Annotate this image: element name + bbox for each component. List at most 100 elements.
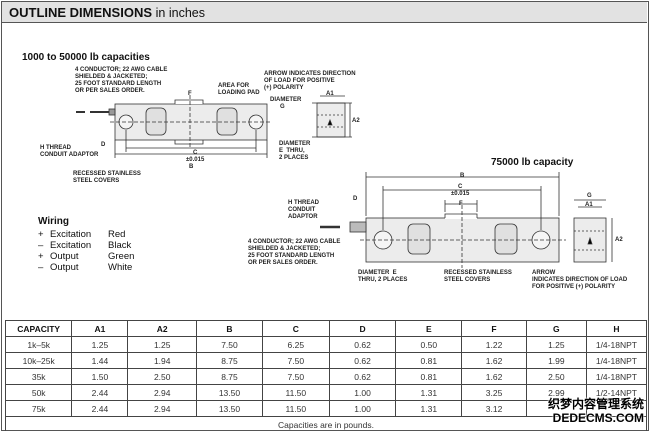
small-diameter-e-label: DIAMETER E THRU, 2 PLACES [279, 141, 311, 161]
table-cell: 0.81 [395, 352, 463, 369]
table-cell: 11.50 [261, 384, 330, 401]
large-dim-b: B [460, 173, 465, 179]
column-header: H [585, 320, 648, 337]
table-cell: 8.75 [196, 352, 263, 369]
large-load-cell-drawing [320, 172, 613, 268]
large-dim-d: D [353, 196, 358, 202]
large-section-title: 75000 lb capacity [491, 157, 574, 168]
small-load-cell-drawing [76, 95, 352, 158]
title-text: OUTLINE DIMENSIONS [9, 5, 153, 20]
table-cell: 50k [4, 384, 73, 401]
table-cell: 7.50 [196, 336, 263, 353]
table-cell: 1.50 [71, 368, 129, 385]
wiring-color: White [108, 262, 133, 273]
small-dim-a2: A2 [352, 118, 360, 124]
table-cell: 1.00 [328, 400, 397, 417]
table-cell: 11.50 [261, 400, 330, 417]
table-cell: 7.50 [261, 352, 330, 369]
table-cell: 2.50 [127, 368, 198, 385]
column-header: F [461, 320, 527, 337]
table-cell: 2.44 [71, 384, 129, 401]
wiring-title: Wiring [38, 216, 70, 227]
table-cell: 3.25 [461, 384, 527, 401]
table-cell: 2.50 [525, 368, 587, 385]
column-header: CAPACITY [4, 320, 73, 337]
table-cell: 1.00 [328, 384, 397, 401]
large-h-thread-label: H THREAD CONDUIT ADAPTOR [288, 200, 319, 220]
large-dim-c: C ±0.015 [451, 184, 470, 197]
large-dim-a1: A1 [585, 202, 593, 208]
table-cell: 1.31 [395, 400, 463, 417]
table-cell: 7.50 [261, 368, 330, 385]
wiring-color: Red [108, 229, 126, 240]
large-arrow-label: ARROW INDICATES DIRECTION OF LOAD FOR PO… [532, 270, 628, 290]
column-header: A1 [71, 320, 129, 337]
table-cell: 2.94 [127, 384, 198, 401]
small-section-title: 1000 to 50000 lb capacities [22, 52, 150, 63]
column-header: B [196, 320, 263, 337]
table-cell: 0.81 [395, 368, 463, 385]
title-units: in inches [155, 6, 205, 20]
small-covers-label: RECESSED STAINLESS STEEL COVERS [73, 171, 141, 184]
table-cell: 8.75 [196, 368, 263, 385]
wiring-sign: + [38, 229, 44, 240]
table-cell: 1.22 [461, 336, 527, 353]
small-dim-b: B [189, 164, 194, 170]
column-header: D [328, 320, 397, 337]
wiring-row: –Output White [38, 262, 134, 273]
column-header: A2 [127, 320, 198, 337]
wiring-signal: Output [50, 262, 79, 273]
small-cable-label: 4 CONDUCTOR; 22 AWG CABLE SHIELDED & JAC… [75, 67, 168, 94]
column-header: G [525, 320, 587, 337]
table-footnote: Capacities are in pounds. [5, 416, 647, 431]
small-arrow-label: ARROW INDICATES DIRECTION OF LOAD FOR PO… [264, 71, 356, 91]
page-title: OUTLINE DIMENSIONS in inches [9, 5, 205, 20]
table-cell: 35k [4, 368, 73, 385]
table-cell: 3.12 [461, 400, 527, 417]
small-diameter-g-label: DIAMETER G [270, 97, 302, 110]
small-loading-pad-label: AREA FOR LOADING PAD [218, 83, 260, 96]
table-cell: 1.62 [461, 352, 527, 369]
table-cell: 1.94 [127, 352, 198, 369]
large-dim-g: G [587, 193, 592, 199]
table-cell: 1.25 [71, 336, 129, 353]
watermark-line2: DEDECMS.COM [552, 411, 644, 425]
table-cell: 2.44 [71, 400, 129, 417]
wiring-signal: Output [50, 251, 79, 262]
column-header: C [261, 320, 330, 337]
wiring-sign: – [38, 240, 44, 251]
large-dim-f: F [459, 201, 463, 207]
table-cell: 0.50 [395, 336, 463, 353]
wiring-sign: – [38, 262, 44, 273]
wiring-color: Green [108, 251, 135, 262]
large-cable-label: 4 CONDUCTOR; 22 AWG CABLE SHIELDED & JAC… [248, 239, 341, 266]
table-cell: 1.25 [127, 336, 198, 353]
large-diameter-e-label: DIAMETER E THRU, 2 PLACES [358, 270, 408, 283]
table-cell: 0.62 [328, 336, 397, 353]
table-cell: 1.31 [395, 384, 463, 401]
table-cell: 2.94 [127, 400, 198, 417]
small-dim-a1: A1 [326, 91, 334, 97]
column-header: E [395, 320, 463, 337]
small-h-thread-label: H THREAD CONDUIT ADAPTOR [40, 145, 99, 158]
table-cell: 6.25 [261, 336, 330, 353]
large-dim-a2: A2 [615, 237, 623, 243]
small-dim-f: F [188, 91, 192, 97]
wiring-signal: Excitation [50, 229, 92, 240]
table-cell: 1.44 [71, 352, 129, 369]
table-cell: 13.50 [196, 400, 263, 417]
large-covers-label: RECESSED STAINLESS STEEL COVERS [444, 270, 512, 283]
header-bar: OUTLINE DIMENSIONS in inches [2, 2, 647, 23]
small-dim-d: D [101, 142, 106, 148]
table-cell: 1.99 [525, 352, 587, 369]
table-cell: 10k–25k [4, 352, 73, 369]
table-cell: 1/4-18NPT [585, 336, 648, 353]
table-cell: 1.62 [461, 368, 527, 385]
